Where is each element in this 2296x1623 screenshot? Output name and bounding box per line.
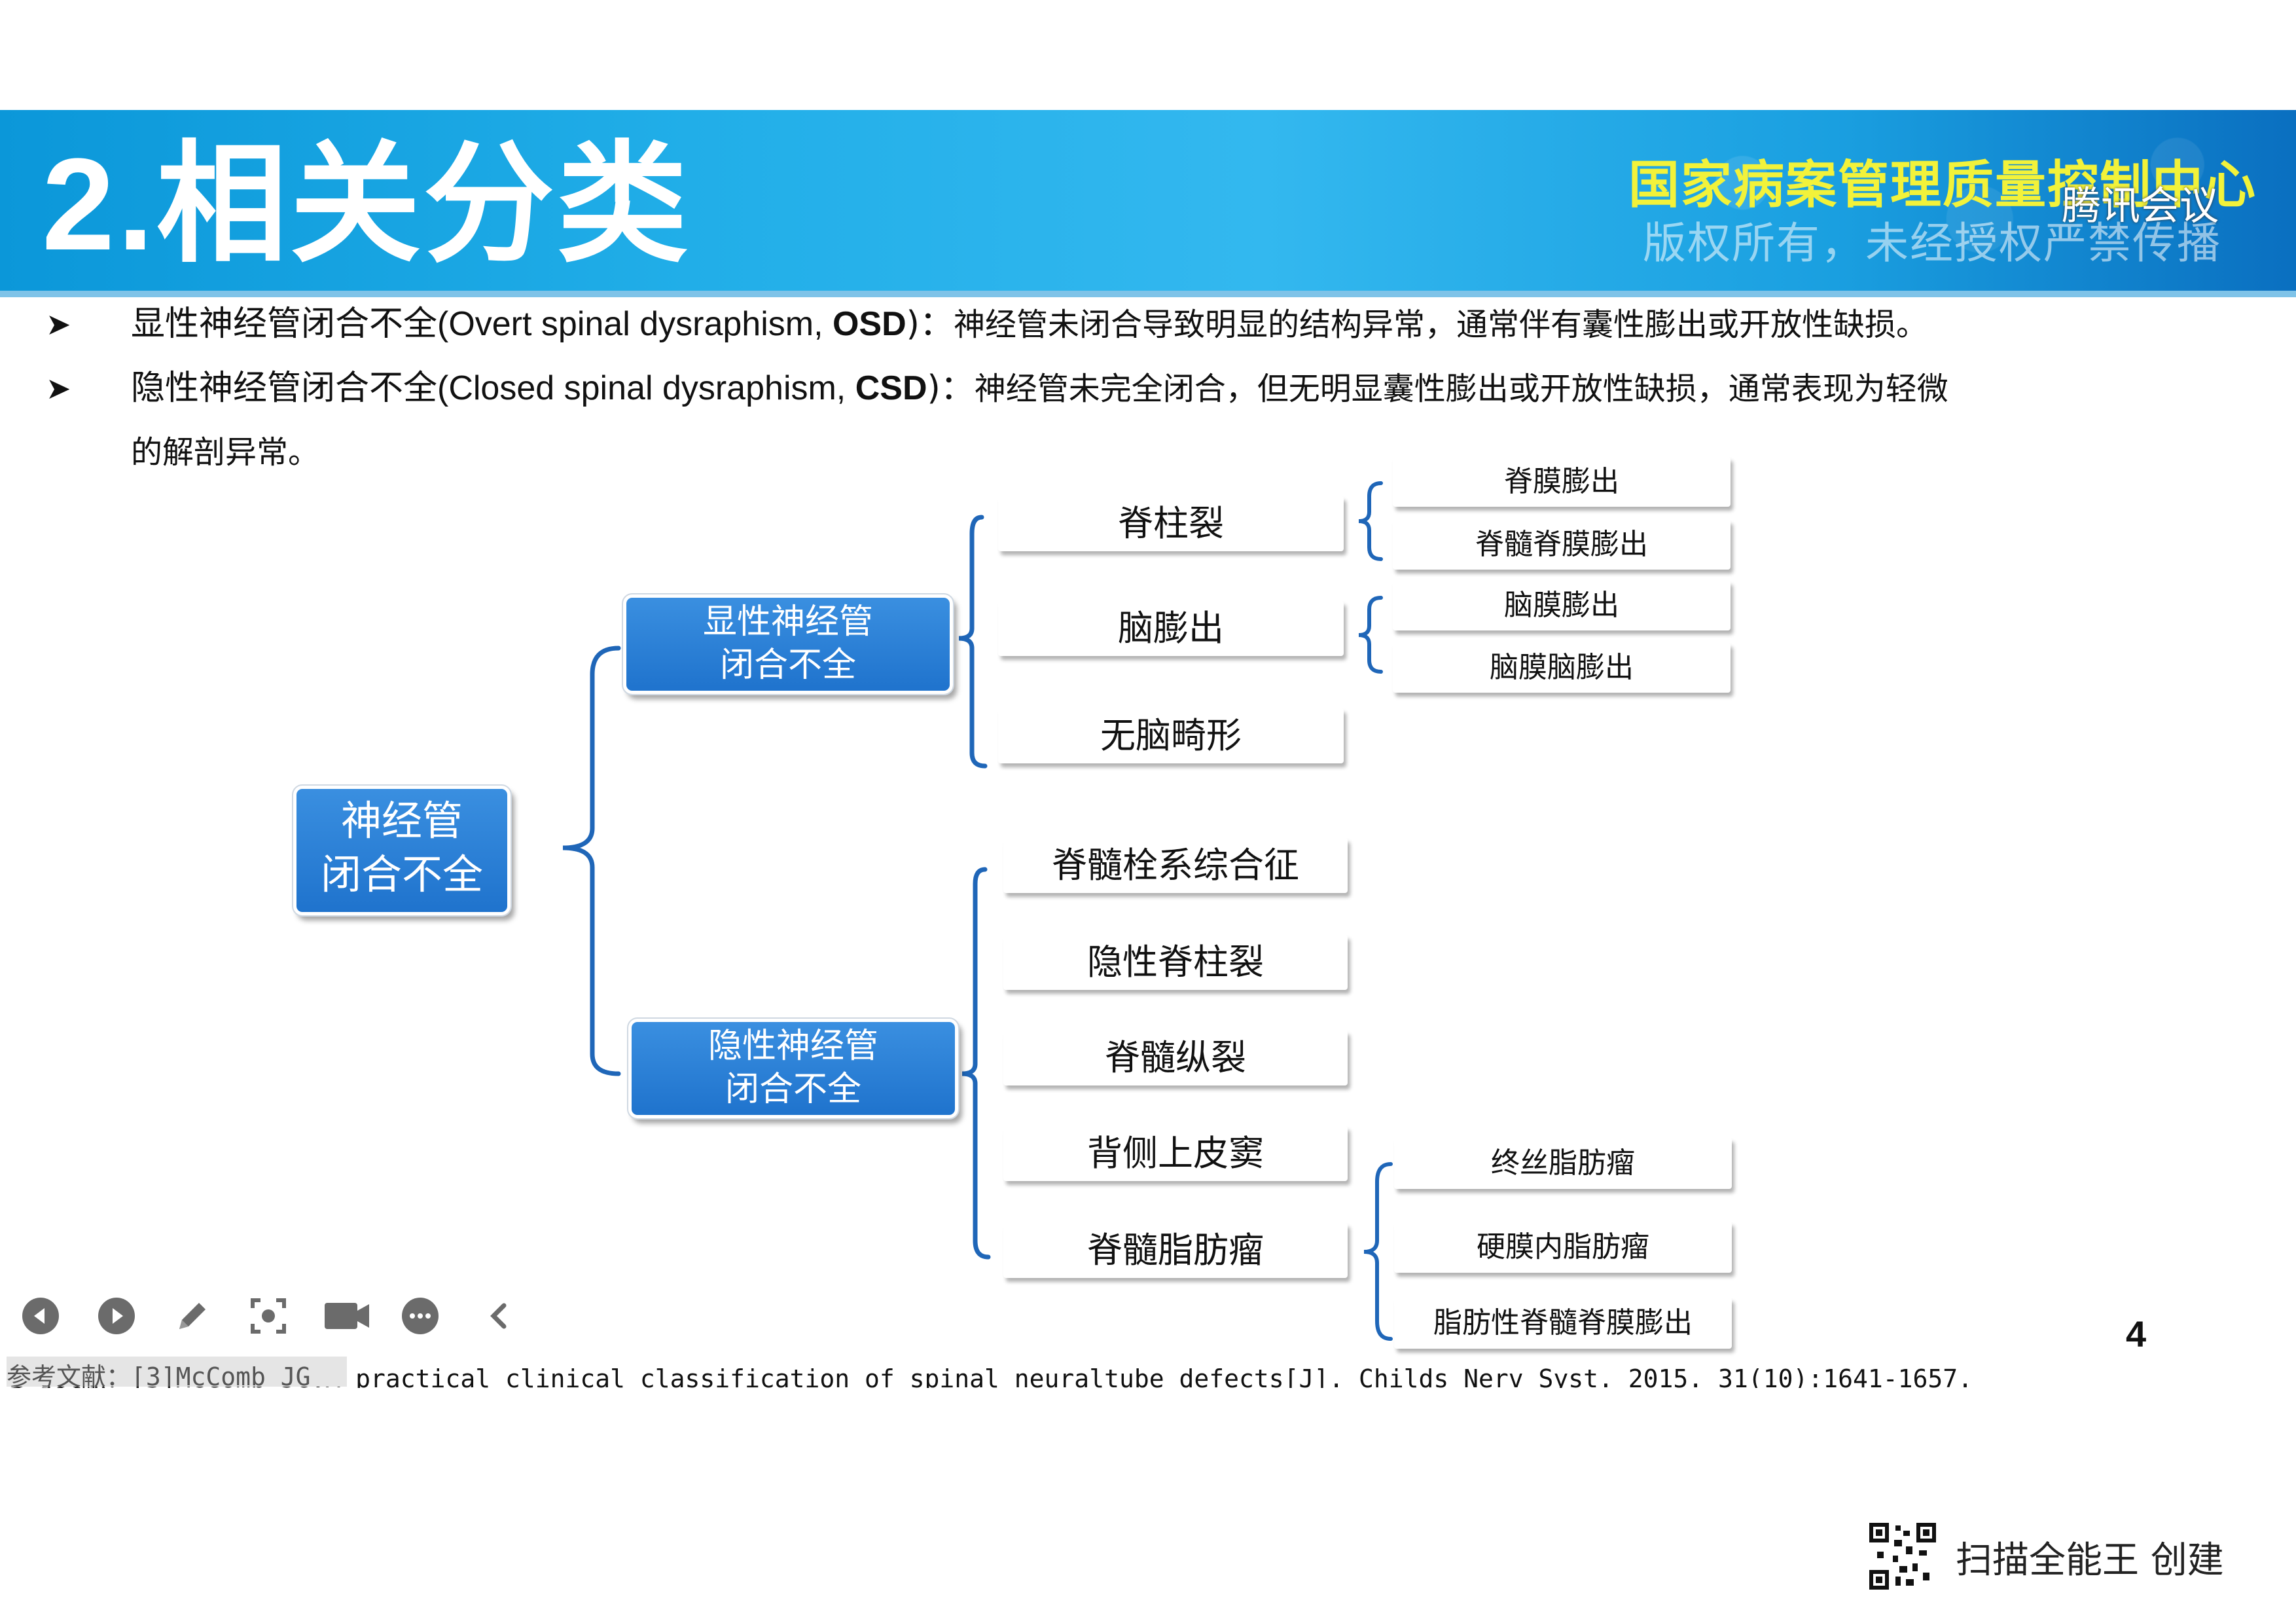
bullet-arrow-icon: ➤ [46,371,71,406]
node-myelomeningocele: 脊髓脊膜膨出 [1393,520,1731,570]
bullet-term: 隐性神经管闭合不全(Closed spinal dysraphism, [131,369,855,407]
bullet-desc: 神经管未闭合导致明显的结构异常，通常伴有囊性膨出或开放性缺损。 [953,306,1928,343]
node-filum-lipoma: 终丝脂肪瘤 [1394,1138,1732,1189]
prev-icon[interactable] [20,1295,62,1337]
tree-connectors [562,481,1393,1341]
node-lipomyelomeningocele: 脂肪性脊髓脊膜膨出 [1394,1298,1732,1349]
copyright-note: 版权所有，未经授权严禁传播 [1643,218,2221,268]
slide-title: 2.相关分类 [42,132,691,278]
meeting-app-label: 腾讯会议 [2062,183,2219,229]
org-name: 国家病案管理质量控制中心 [1628,156,2257,215]
bullet-csd-continued: 的解剖异常。 [131,429,2225,475]
node-cranial-meningocele: 脑膜膨出 [1393,581,1731,630]
root-node-line2: 闭合不全 [320,850,483,898]
closed-node-line2: 闭合不全 [725,1070,861,1109]
page-number: 4 [2126,1313,2147,1355]
banner-divider [0,291,2296,297]
node-intradural-lipoma: 硬膜内脂肪瘤 [1394,1222,1732,1273]
more-icon[interactable] [399,1295,441,1337]
root-node: 神经管 闭合不全 [292,784,512,917]
slide: 2.相关分类 国家病案管理质量控制中心 版权所有，未经授权严禁传播 腾讯会议 ➤… [0,105,2296,1388]
node-spina-bifida: 脊柱裂 [998,496,1344,551]
overt-node: 显性神经管 闭合不全 [622,593,954,695]
closed-node-line1: 隐性神经管 [708,1027,878,1066]
bullet-close: )： [927,369,975,408]
overt-node-line1: 显性神经管 [702,602,873,642]
node-tethered-cord: 脊髓栓系综合征 [1003,838,1348,893]
node-diastematomyelia: 脊髓纵裂 [1003,1030,1348,1085]
node-spinal-lipoma: 脊髓脂肪瘤 [1003,1223,1348,1278]
play-icon[interactable] [96,1295,137,1337]
bullet-desc: 神经管未完全闭合，但无明显囊性膨出或开放性缺损，通常表现为轻微 [974,371,1948,407]
collapse-icon[interactable] [478,1295,520,1337]
bullet-csd: ➤ 隐性神经管闭合不全(Closed spinal dysraphism, CS… [46,365,2225,412]
bullet-abbr: OSD [832,305,906,343]
pen-icon[interactable] [171,1295,213,1337]
root-node-line1: 神经管 [340,797,463,845]
bullet-osd: ➤ 显性神经管闭合不全(Overt spinal dysraphism, OSD… [46,301,2225,348]
node-meningocele: 脊膜膨出 [1393,457,1731,507]
title-banner: 2.相关分类 国家病案管理质量控制中心 版权所有，未经授权严禁传播 腾讯会议 [0,110,2296,292]
closed-node: 隐性神经管 闭合不全 [627,1017,960,1120]
bullet-term: 显性神经管闭合不全(Overt spinal dysraphism, [131,305,833,343]
bullet-desc-continued: 的解剖异常。 [131,434,320,471]
scanner-label: 扫描全能王 创建 [1956,1539,2224,1582]
bullet-arrow-icon: ➤ [46,306,71,342]
camera-icon[interactable] [322,1295,372,1337]
qr-code-icon [1867,1520,1939,1592]
bullet-abbr: CSD [855,369,927,407]
node-dermal-sinus: 背侧上皮窦 [1003,1126,1348,1181]
overt-node-line2: 闭合不全 [719,646,856,685]
node-anencephaly: 无脑畸形 [998,708,1344,763]
reference-overlay: 参考文献：[3]McComb JG [7,1357,347,1387]
node-encephalocele: 脑膨出 [998,601,1344,656]
node-spina-bifida-occulta: 隐性脊柱裂 [1003,935,1348,990]
node-encephalomeningocele: 脑膜脑膨出 [1393,643,1731,693]
screenshot-icon[interactable] [247,1295,289,1337]
bullet-close: )： [906,304,954,344]
